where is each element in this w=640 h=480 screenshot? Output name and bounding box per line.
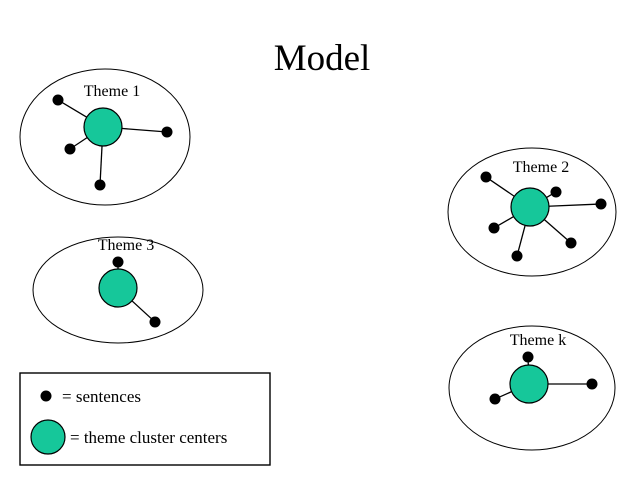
sentence-dot-theme-1-1[interactable] bbox=[64, 143, 76, 155]
spoke-theme-2-0 bbox=[489, 178, 516, 198]
cluster-label-theme-3: Theme 3 bbox=[98, 237, 154, 254]
theme-center-theme-1[interactable] bbox=[83, 107, 123, 147]
theme-center-theme-k[interactable] bbox=[509, 364, 549, 404]
spoke-theme-k-1 bbox=[498, 390, 513, 398]
cluster-theme-1: Theme 1 bbox=[19, 68, 191, 206]
spoke-theme-2-4 bbox=[543, 218, 569, 241]
spoke-theme-2-2 bbox=[547, 203, 597, 207]
cluster-theme-k: Theme k bbox=[448, 325, 616, 451]
sentence-dot-theme-2-2[interactable] bbox=[595, 198, 607, 210]
spoke-theme-1-2 bbox=[99, 144, 103, 181]
spoke-theme-3-1 bbox=[130, 299, 153, 320]
spoke-theme-1-1 bbox=[73, 136, 89, 148]
sentence-dot-theme-1-3[interactable] bbox=[161, 126, 173, 138]
cluster-label-theme-1: Theme 1 bbox=[84, 83, 140, 100]
spoke-theme-2-3 bbox=[497, 215, 515, 227]
cluster-label-theme-k: Theme k bbox=[510, 332, 566, 349]
sentence-dot-theme-k-1[interactable] bbox=[489, 393, 501, 405]
cluster-theme-2: Theme 2 bbox=[447, 147, 617, 277]
theme-center-theme-3[interactable] bbox=[98, 268, 138, 308]
cluster-label-theme-2: Theme 2 bbox=[513, 159, 569, 176]
legend-label-sentences: = sentences bbox=[62, 387, 141, 406]
legend-marker-sentence-dot bbox=[40, 390, 52, 402]
sentence-dot-theme-2-4[interactable] bbox=[565, 237, 577, 249]
legend-label-theme-cluster-centers: = theme cluster centers bbox=[70, 428, 227, 447]
legend: = sentences = theme cluster centers bbox=[19, 372, 271, 466]
sentence-dot-theme-3-1[interactable] bbox=[149, 316, 161, 328]
legend-marker-theme-center bbox=[30, 419, 66, 455]
cluster-boundary-theme-k bbox=[448, 325, 616, 451]
legend-box bbox=[19, 372, 271, 466]
sentence-dot-theme-2-0[interactable] bbox=[480, 171, 492, 183]
spoke-theme-1-3 bbox=[120, 127, 163, 133]
cluster-boundary-theme-2 bbox=[447, 147, 617, 277]
sentence-dot-theme-2-1[interactable] bbox=[550, 186, 562, 198]
theme-center-theme-2[interactable] bbox=[510, 187, 550, 227]
cluster-boundary-theme-3 bbox=[32, 236, 204, 344]
sentence-dot-theme-1-2[interactable] bbox=[94, 179, 106, 191]
sentence-dot-theme-k-0[interactable] bbox=[522, 351, 534, 363]
cluster-theme-3: Theme 3 bbox=[32, 236, 204, 344]
spoke-theme-1-0 bbox=[61, 101, 88, 119]
page-title: Model bbox=[274, 38, 371, 79]
cluster-boundary-theme-1 bbox=[19, 68, 191, 206]
cluster-group: Theme 1 Theme 2 Theme 3 Theme k bbox=[19, 68, 617, 451]
sentence-dot-theme-2-5[interactable] bbox=[511, 250, 523, 262]
sentence-dot-theme-2-3[interactable] bbox=[488, 222, 500, 234]
sentence-dot-theme-3-0[interactable] bbox=[112, 256, 124, 268]
spoke-theme-2-5 bbox=[517, 224, 527, 252]
sentence-dot-theme-1-0[interactable] bbox=[52, 94, 64, 106]
sentence-dot-theme-k-2[interactable] bbox=[586, 378, 598, 390]
